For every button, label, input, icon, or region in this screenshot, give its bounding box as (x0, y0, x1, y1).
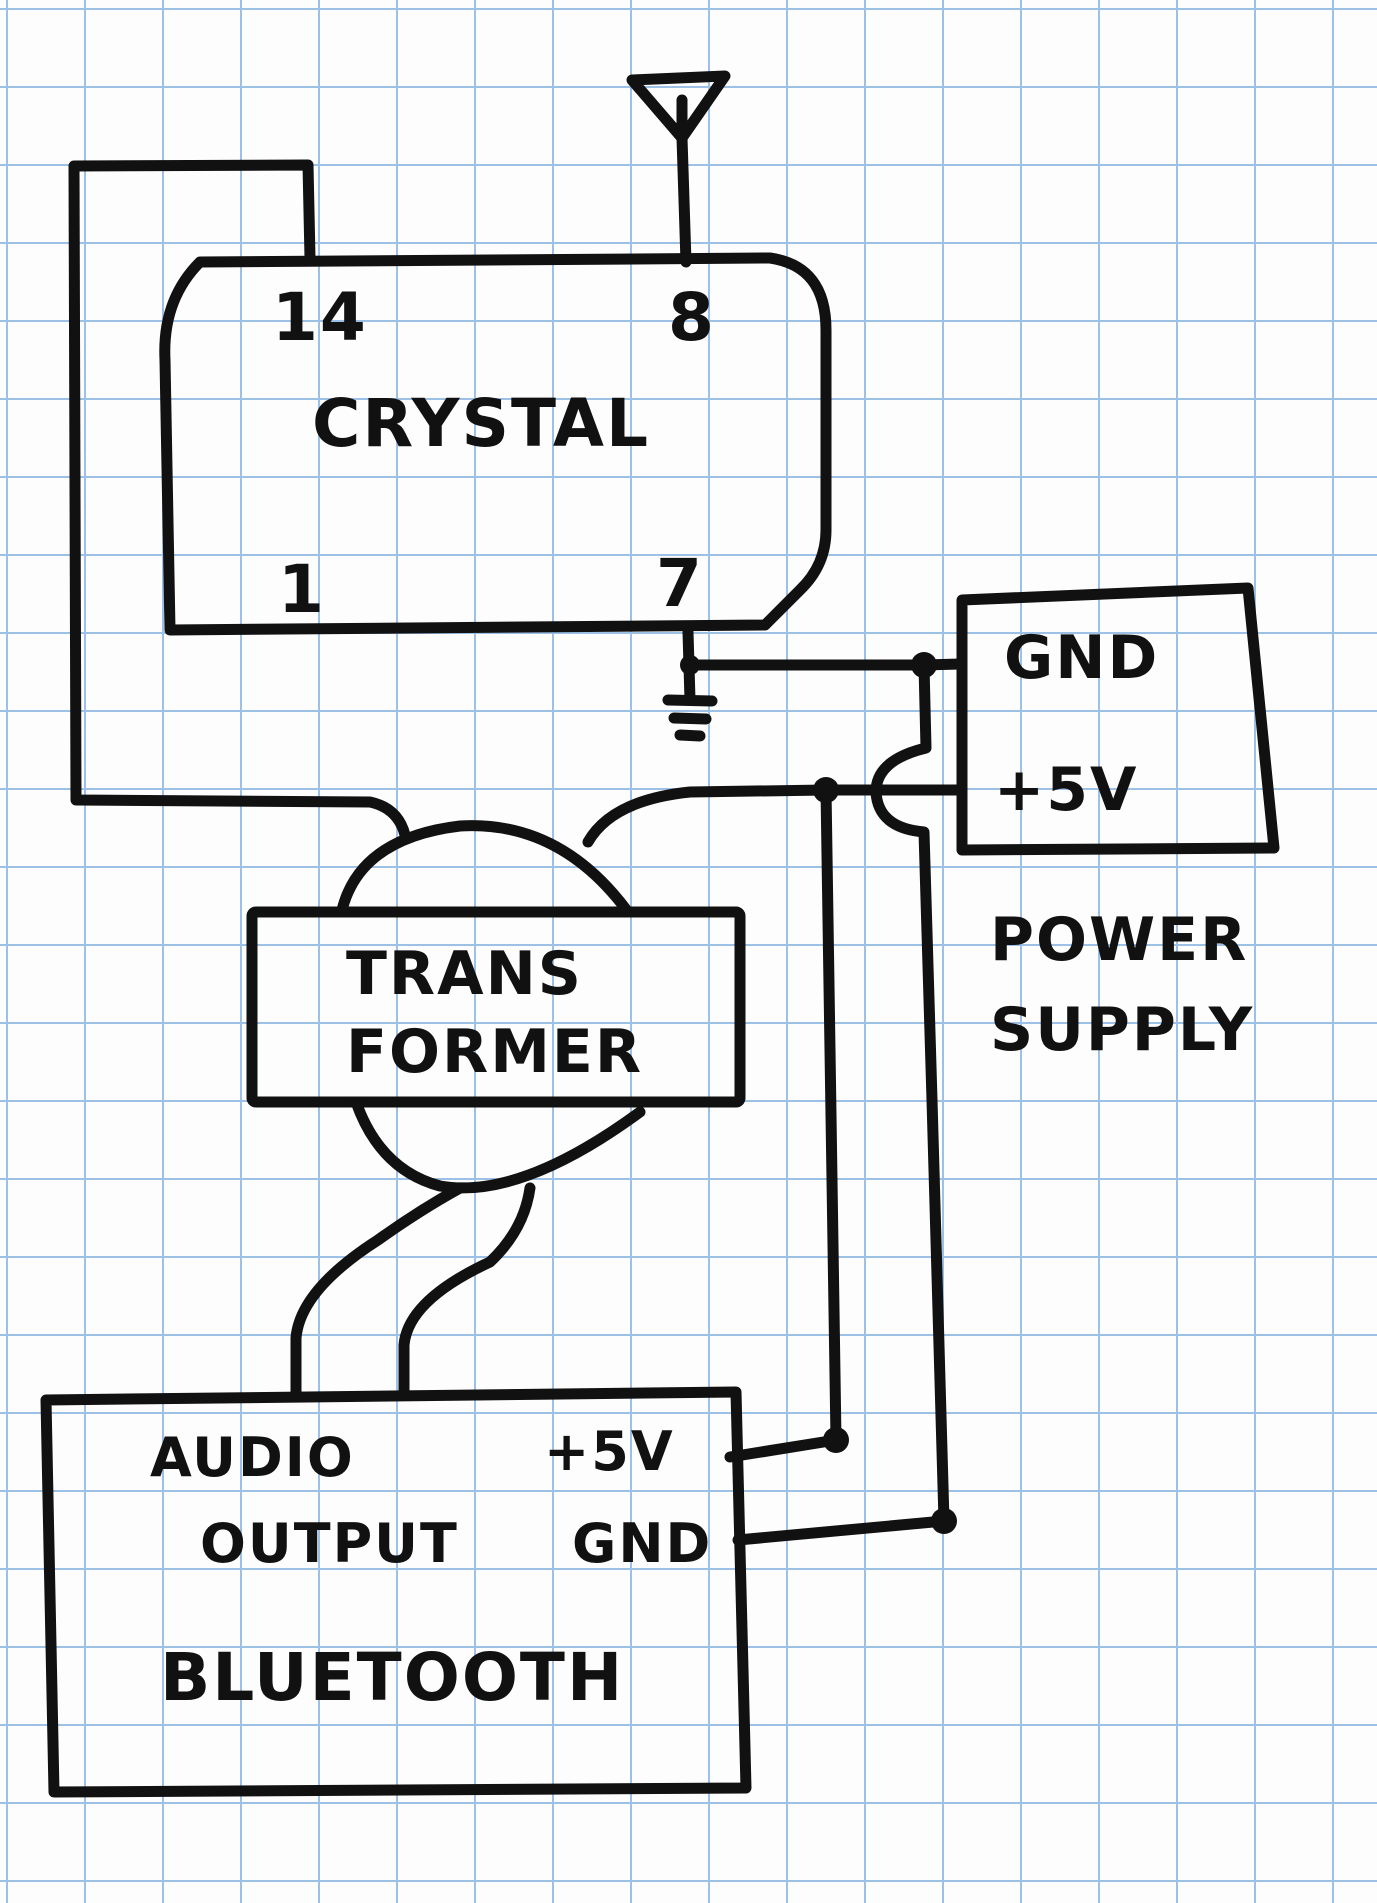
crystal-label: CRYSTAL (312, 385, 650, 462)
ground-symbol (662, 626, 718, 742)
wire-plus5v-ps (582, 784, 968, 848)
power-supply-title-line2: SUPPLY (990, 995, 1254, 1065)
bluetooth-plus5v-label: +5V (544, 1420, 675, 1483)
crystal-box (159, 252, 832, 636)
junction-dot (931, 1508, 957, 1534)
crystal-pin-14-label: 14 (272, 279, 368, 356)
antenna-icon (626, 70, 731, 268)
crystal-pin-8-label: 8 (668, 279, 716, 356)
junction-dot (823, 1427, 849, 1453)
bluetooth-audio-label-line2: OUTPUT (200, 1512, 459, 1575)
bluetooth-box (40, 1386, 752, 1798)
transformer (246, 820, 746, 1401)
bluetooth-audio-label-line1: AUDIO (150, 1426, 355, 1489)
power-supply-box (956, 582, 1280, 856)
wire-bt-gnd (732, 1515, 950, 1546)
transformer-label-line2: FORMER (346, 1017, 643, 1087)
crystal-pin-7-label: 7 (656, 545, 704, 622)
power-supply-title-line1: POWER (990, 905, 1248, 975)
crystal-pin-1-label: 1 (278, 551, 326, 628)
wire-gnd-vertical (870, 659, 950, 1527)
power-supply-gnd-label: GND (1004, 623, 1159, 693)
transformer-label-line1: TRANS (346, 939, 583, 1009)
bluetooth-gnd-label: GND (572, 1512, 712, 1575)
wire-pin14-loop (68, 159, 411, 841)
wire-bt-plus5v (724, 1434, 842, 1463)
bluetooth-title: BLUETOOTH (160, 1639, 624, 1716)
power-supply-plus5v-label: +5V (994, 755, 1138, 825)
wire-plus5v-vertical (820, 784, 842, 1446)
